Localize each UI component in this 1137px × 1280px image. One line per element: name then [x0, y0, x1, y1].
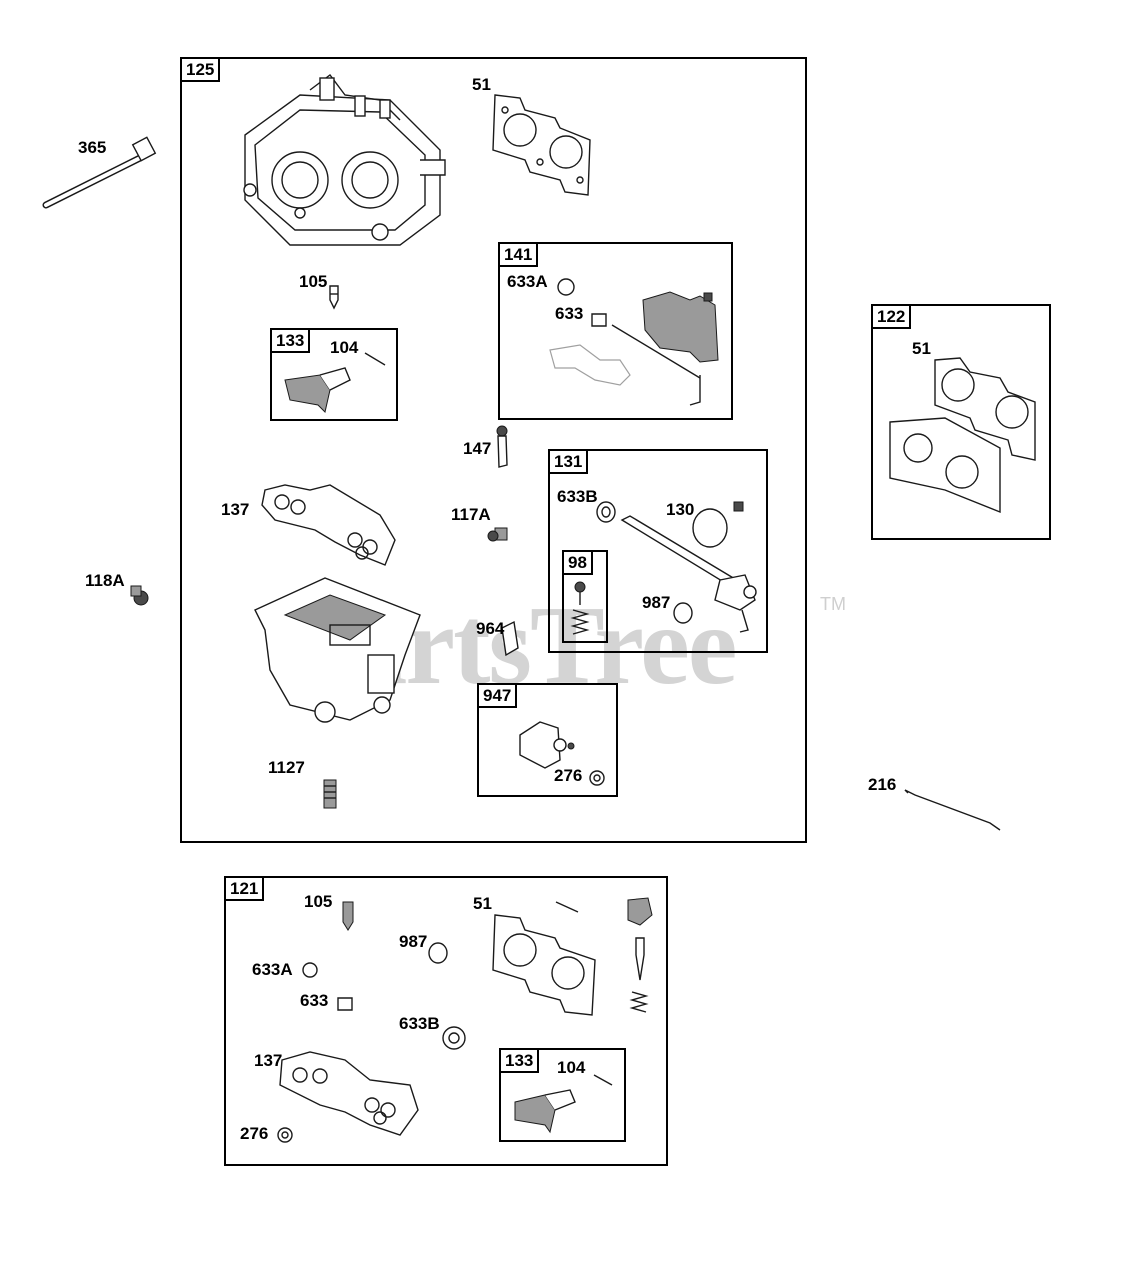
- label-633-bottom: 633: [300, 991, 329, 1010]
- part-98-spring-screw: [570, 581, 590, 635]
- part-121-kit: [277, 897, 653, 1143]
- part-964-insert: [501, 620, 519, 657]
- group-133-bottom-tag: 133: [499, 1048, 540, 1073]
- part-147-screw: [496, 425, 508, 468]
- group-131-tag: 131: [548, 449, 589, 474]
- part-122-assembly: [889, 357, 1036, 514]
- group-947-tag: 947: [477, 683, 518, 708]
- part-133-float-top: [284, 352, 386, 413]
- group-122-tag: 122: [871, 304, 912, 329]
- label-1127: 1127: [268, 758, 305, 777]
- group-121-tag: 121: [224, 876, 265, 901]
- part-118A-fitting: [130, 585, 149, 606]
- label-276-bottom: 276: [240, 1124, 269, 1143]
- group-125-box: 125: [180, 57, 807, 843]
- label-130: 130: [666, 500, 695, 519]
- part-117A-fitting: [487, 527, 508, 542]
- label-104-bottom: 104: [557, 1058, 586, 1077]
- label-633B-bottom: 633B: [399, 1014, 440, 1033]
- part-137-gasket-top: [261, 484, 396, 566]
- label-118A: 118A: [85, 571, 125, 590]
- group-125-tag: 125: [180, 57, 221, 82]
- part-carburetor-body: [243, 74, 446, 246]
- group-141-tag: 141: [498, 242, 539, 267]
- label-51-top: 51: [472, 75, 491, 94]
- group-133-bottom-box: 133: [499, 1048, 626, 1142]
- label-987-top: 987: [642, 593, 671, 612]
- group-98-box: 98: [562, 550, 608, 643]
- label-964: 964: [476, 619, 505, 638]
- label-105-bottom: 105: [304, 892, 333, 911]
- part-105-needle-top: [329, 285, 339, 310]
- group-141-box: 141: [498, 242, 733, 420]
- group-98-tag: 98: [562, 550, 593, 575]
- part-141-assembly: [549, 278, 719, 406]
- part-float-bowl: [254, 577, 421, 723]
- label-117A: 117A: [451, 505, 491, 524]
- part-365-bolt: [42, 136, 157, 209]
- label-365: 365: [78, 138, 107, 157]
- group-133-top-tag: 133: [270, 328, 311, 353]
- group-947-box: 947: [477, 683, 618, 797]
- part-131-assembly: [596, 501, 757, 633]
- label-633-top: 633: [555, 304, 584, 323]
- label-216: 216: [868, 775, 897, 794]
- label-51-right: 51: [912, 339, 931, 358]
- part-51-gasket-top: [492, 94, 591, 196]
- part-947-solenoid: [519, 721, 605, 786]
- label-147: 147: [463, 439, 492, 458]
- group-131-box: 131: [548, 449, 768, 653]
- label-137-top: 137: [221, 500, 250, 519]
- label-105-top: 105: [299, 272, 328, 291]
- part-1127-screw: [323, 779, 337, 809]
- label-633A-bottom: 633A: [252, 960, 293, 979]
- watermark-trademark: TM: [820, 594, 846, 614]
- part-216-rod: [904, 789, 1001, 831]
- label-51-bottom: 51: [473, 894, 492, 913]
- group-121-box: 121: [224, 876, 668, 1166]
- group-133-top-box: 133: [270, 328, 398, 421]
- label-137-bottom: 137: [254, 1051, 283, 1070]
- label-987-bottom: 987: [399, 932, 428, 951]
- label-276-top: 276: [554, 766, 583, 785]
- label-104-top: 104: [330, 338, 359, 357]
- label-633B-top: 633B: [557, 487, 598, 506]
- label-633A-top: 633A: [507, 272, 548, 291]
- group-122-box: 122: [871, 304, 1051, 540]
